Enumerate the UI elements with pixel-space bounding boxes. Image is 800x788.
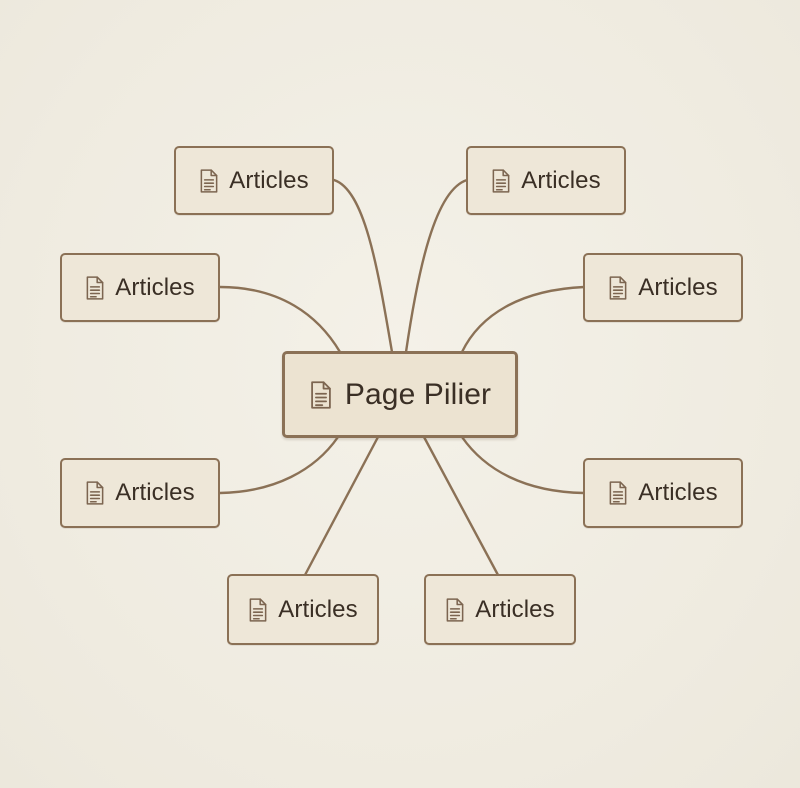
article-node-lower-left[interactable]: Articles: [60, 458, 220, 528]
article-node-bottom-left[interactable]: Articles: [227, 574, 379, 645]
document-icon: [199, 168, 219, 193]
article-label: Articles: [115, 273, 195, 301]
article-node-mid-right[interactable]: Articles: [583, 253, 743, 322]
document-icon: [85, 275, 105, 300]
document-icon: [608, 481, 628, 505]
article-node-bottom-right[interactable]: Articles: [424, 574, 576, 645]
article-node-top-left[interactable]: Articles: [174, 146, 334, 215]
document-icon: [85, 481, 105, 505]
article-label: Articles: [638, 273, 718, 301]
article-label: Articles: [229, 166, 309, 194]
pillar-page-node[interactable]: Page Pilier: [282, 351, 518, 438]
document-icon: [608, 275, 628, 300]
article-label: Articles: [115, 479, 195, 506]
article-label: Articles: [521, 166, 601, 194]
connector-top-right: [404, 178, 469, 354]
article-node-mid-left[interactable]: Articles: [60, 253, 220, 322]
article-label: Articles: [278, 595, 358, 623]
connector-mid-right: [460, 285, 586, 354]
document-icon: [309, 380, 333, 409]
article-label: Articles: [638, 479, 718, 506]
connector-top-left: [332, 178, 394, 354]
document-icon: [491, 168, 511, 193]
document-icon: [248, 597, 268, 622]
article-node-top-right[interactable]: Articles: [466, 146, 626, 215]
connector-bottom-right: [422, 435, 500, 577]
connector-mid-left: [218, 285, 342, 354]
article-node-lower-right[interactable]: Articles: [583, 458, 743, 528]
connector-bottom-left: [303, 435, 380, 577]
document-icon: [445, 597, 465, 622]
connector-lower-right: [460, 435, 586, 495]
pillar-page-label: Page Pilier: [344, 377, 492, 411]
article-label: Articles: [475, 595, 555, 623]
connector-lower-left: [218, 435, 340, 495]
